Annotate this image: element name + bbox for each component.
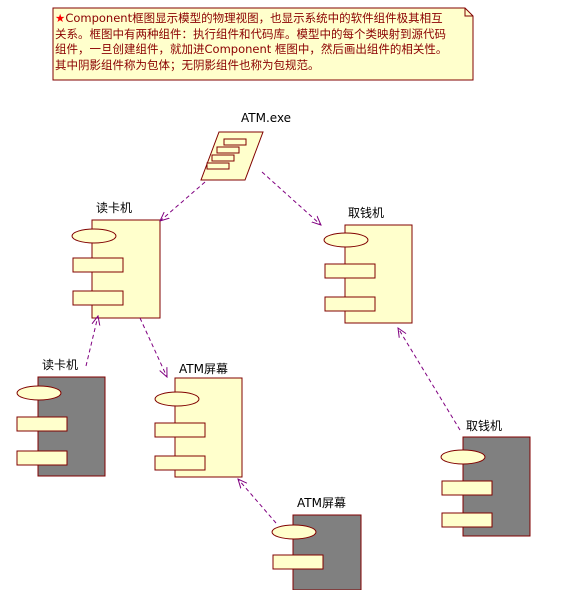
cash-dispenser-body-label: 取钱机 [466,419,503,433]
star-icon: ★ [55,11,66,25]
note-line-3: 组件，一旦创建组件，就加进Component 框图中，然后画出组件的相关性。 [55,42,448,56]
note-box [52,7,474,81]
card-reader-body-component[interactable] [16,376,106,477]
atm-screen-spec-component[interactable] [154,377,243,478]
cash-dispenser-spec-component[interactable] [323,224,413,324]
atm-screen-body-component[interactable] [271,514,362,590]
exe-bar-2 [216,146,240,154]
cash-dispenser-body-component[interactable] [440,436,531,537]
card-reader-body-label: 读卡机 [42,358,79,372]
cash-dispenser-spec-label: 取钱机 [348,206,385,220]
dependency-exe-to-card-reader [160,181,206,221]
dependency-atm-screen-body-to-spec [238,479,277,524]
note-line-2: 关系。框图中有两种组件：执行组件和代码库。模型中的每个类映射到源代码 [55,26,446,41]
card-reader-spec-component[interactable] [71,219,161,319]
dependency-cash-dispenser-body-to-spec [398,328,461,431]
exe-bar-4 [206,162,230,170]
dependency-card-reader-to-atm-screen [139,317,167,377]
note-line-4: 其中阴影组件称为包体；无阴影组件也称为包规范。 [55,57,320,72]
atm-exe-label: ATM.exe [241,111,292,125]
dependency-card-reader-body-to-spec [85,316,98,367]
card-reader-spec-label: 读卡机 [96,201,133,215]
note-text: ★Component框图显示模型的物理视图，也显示系统中的软件组件极其相互 关系… [55,11,465,73]
exe-bar-1 [223,138,247,146]
exe-bar-3 [211,154,235,162]
atm-screen-spec-label: ATM屏幕 [179,362,228,376]
atm-screen-body-label: ATM屏幕 [297,496,346,510]
note-line-1: ★Component框图显示模型的物理视图，也显示系统中的软件组件极其相互 [55,11,443,25]
atm-exe-component[interactable] [200,131,264,181]
dependency-exe-to-cash-dispenser [261,171,321,225]
